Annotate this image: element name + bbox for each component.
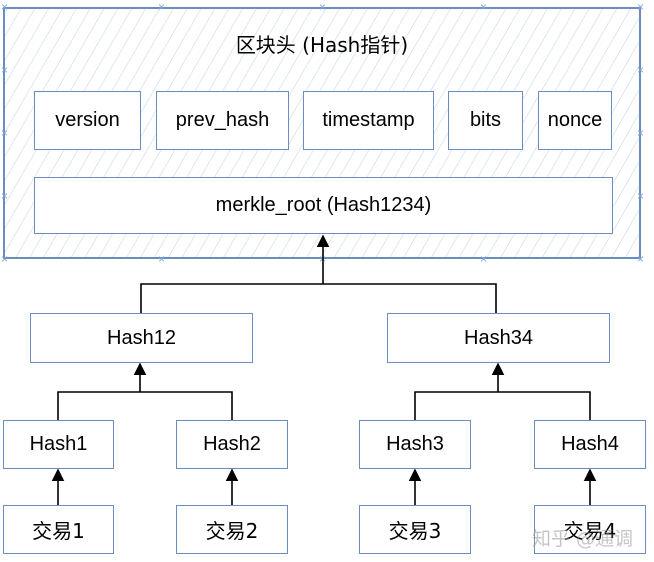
selection-handle[interactable]: ×	[636, 126, 644, 140]
block-header-title: 区块头 (Hash指针)	[235, 33, 409, 57]
field-bits[interactable]: bits	[448, 91, 523, 150]
field-nonce[interactable]: nonce	[538, 91, 612, 150]
selection-handle[interactable]: ×	[157, 0, 165, 14]
selection-handle[interactable]: ×	[479, 252, 487, 266]
selection-handle[interactable]: ×	[157, 252, 165, 266]
node-hash4[interactable]: Hash4	[534, 420, 646, 469]
field-merkle-root[interactable]: merkle_root (Hash1234)	[34, 177, 613, 234]
node-hash2[interactable]: Hash2	[176, 420, 288, 469]
connector-right-branch	[414, 391, 591, 420]
selection-handle[interactable]: ×	[0, 126, 8, 140]
transaction-2[interactable]: 交易2	[176, 505, 288, 554]
connector-left-branch	[57, 391, 233, 420]
selection-handle[interactable]: ×	[636, 252, 644, 266]
node-hash1[interactable]: Hash1	[3, 420, 114, 469]
transaction-4[interactable]: 交易4	[534, 505, 646, 554]
selection-handle[interactable]: ×	[479, 0, 487, 14]
transaction-3[interactable]: 交易3	[359, 505, 471, 554]
field-prev-hash[interactable]: prev_hash	[156, 91, 289, 150]
node-hash34[interactable]: Hash34	[387, 313, 610, 363]
selection-handle[interactable]: ×	[0, 252, 8, 266]
transaction-1[interactable]: 交易1	[3, 505, 114, 554]
node-hash3[interactable]: Hash3	[359, 420, 471, 469]
selection-handle[interactable]: ×	[636, 189, 644, 203]
selection-handle[interactable]: ×	[0, 63, 8, 77]
selection-handle[interactable]: ×	[636, 63, 644, 77]
node-hash12[interactable]: Hash12	[30, 313, 253, 363]
selection-handle[interactable]: ×	[0, 0, 8, 14]
selection-handle[interactable]: ×	[318, 0, 326, 14]
selection-handle[interactable]: ×	[636, 0, 644, 14]
selection-handle[interactable]: ×	[0, 189, 8, 203]
field-version[interactable]: version	[34, 91, 141, 150]
field-timestamp[interactable]: timestamp	[303, 91, 434, 150]
connector-root-branch	[140, 283, 497, 313]
watermark: 知乎 @通调	[532, 528, 634, 550]
